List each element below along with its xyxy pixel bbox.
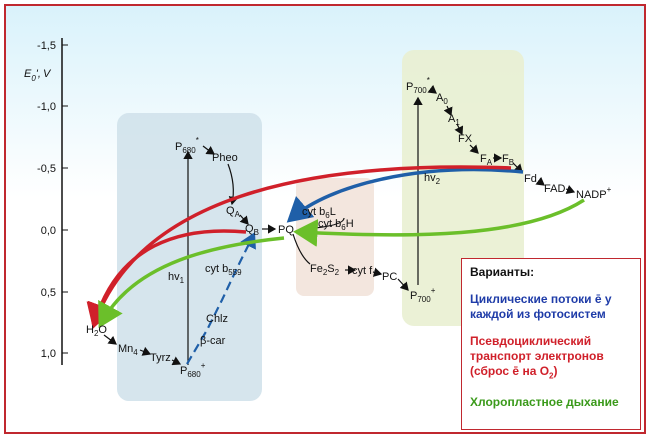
p700-excited-label: P700* bbox=[406, 76, 430, 95]
hv2-label: hv2 bbox=[424, 172, 441, 186]
legend-pseudocyclic-transport: Псевдоциклический транспорт электронов (… bbox=[470, 334, 604, 381]
y-tick-label: 1,0 bbox=[41, 348, 56, 360]
fd-label: Fd bbox=[524, 173, 537, 185]
fa-label: FA bbox=[480, 153, 493, 167]
legend-title: Варианты: bbox=[470, 265, 535, 279]
mn4-label: Mn4 bbox=[118, 343, 138, 357]
ps1-panel bbox=[402, 50, 524, 326]
y-tick-label: -0,5 bbox=[37, 163, 56, 175]
y-tick-label: -1,5 bbox=[37, 40, 56, 52]
p680-oxidized-label: P680+ bbox=[180, 361, 206, 379]
hv1-label: hv1 bbox=[168, 271, 185, 285]
h2o-label: H2O bbox=[86, 324, 107, 338]
tyrz-label: Tyrz bbox=[150, 352, 171, 364]
a0-label: A0 bbox=[436, 92, 448, 106]
a1-label: A1 bbox=[448, 113, 460, 127]
cytf-label: cyt f bbox=[352, 265, 373, 277]
fx-label: FX bbox=[458, 133, 473, 145]
y-axis-title: E0',V bbox=[24, 68, 52, 83]
cytb6l-label: cyt b6L bbox=[302, 206, 336, 220]
fb-label: FB bbox=[502, 153, 514, 167]
p680-excited-label: P680* bbox=[175, 136, 199, 155]
variants-legend: Варианты: Циклические потоки ē у каждой … bbox=[461, 258, 641, 430]
ps1-arrows bbox=[413, 84, 576, 285]
nadp-label: NADP+ bbox=[576, 185, 612, 201]
pseudocyclic-arrow-ps1 bbox=[87, 165, 512, 329]
y-tick-label: 0,0 bbox=[41, 225, 56, 237]
bcar-label: β-car bbox=[200, 335, 226, 347]
pc-label: PC bbox=[382, 271, 397, 283]
cytb6f-panel bbox=[296, 178, 374, 296]
y-tick-label: -1,0 bbox=[37, 101, 56, 113]
pheo-label: Pheo bbox=[212, 152, 238, 164]
y-axis-ticks bbox=[62, 44, 68, 354]
legend-cyclic-flows: Циклические потоки ē у каждой из фотосис… bbox=[470, 292, 612, 321]
fad-label: FAD bbox=[544, 183, 565, 195]
p700-oxidized-label: P700+ bbox=[410, 286, 436, 304]
cytb6h-label: cyt b6H bbox=[318, 218, 354, 232]
chlororespiration-arrow-out bbox=[98, 236, 285, 329]
qa-label: QA bbox=[226, 205, 241, 219]
chlz-label: Chlz bbox=[206, 313, 228, 325]
pq-label: PQ bbox=[278, 224, 294, 236]
cytb559-label: cyt b559 bbox=[205, 263, 242, 277]
cytb559-cyclic-arrow bbox=[186, 232, 256, 365]
qb-label: QB bbox=[245, 223, 259, 237]
pseudocyclic-arrow-ps2 bbox=[86, 229, 247, 329]
chlororespiration-arrow-in bbox=[293, 198, 585, 247]
legend-chlororespiration: Хлоропластное дыхание bbox=[470, 395, 619, 410]
fe2s2-label: Fe2S2 bbox=[310, 263, 340, 277]
ps1-cyclic-arrow bbox=[286, 167, 524, 223]
y-tick-label: 0,5 bbox=[41, 287, 56, 299]
